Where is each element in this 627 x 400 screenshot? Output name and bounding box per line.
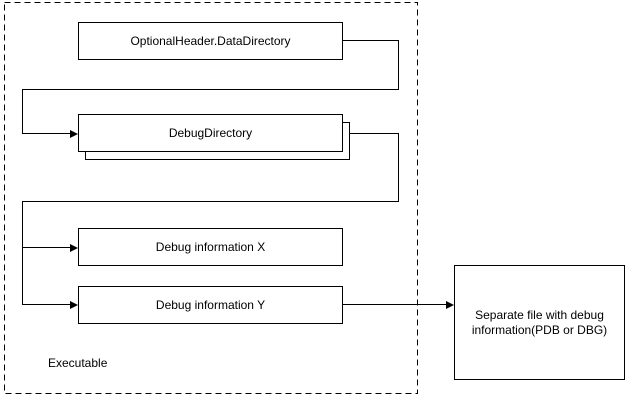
connector-segment [22,201,23,305]
node-label: Debug information Y [155,298,266,312]
node-optionalheader-datadirectory: OptionalHeader.DataDirectory [78,22,343,60]
node-separate-file: Separate file with debug information(PDB… [454,265,625,380]
connector-segment [22,89,399,90]
arrowhead-icon [70,129,78,138]
node-debug-information-y: Debug information Y [78,286,343,324]
arrowhead-icon [446,300,454,309]
connector-segment [22,201,399,202]
node-label: Separate file with debug information(PDB… [471,307,608,337]
connector-segment [22,89,23,134]
node-debugdirectory: DebugDirectory [78,114,343,152]
connector-segment [22,133,71,134]
node-label: OptionalHeader.DataDirectory [130,34,291,48]
connector-segment [22,247,71,248]
connector-segment [22,304,71,305]
connector-segment [343,40,399,41]
node-label: DebugDirectory [168,126,253,140]
connector-segment [398,40,399,90]
arrowhead-icon [70,243,78,252]
executable-label: Executable [48,356,108,370]
connector-segment [343,304,447,305]
node-label: Debug information X [155,240,266,254]
arrowhead-icon [70,300,78,309]
connector-segment [350,133,399,134]
node-debug-information-x: Debug information X [78,228,343,266]
connector-segment [398,133,399,202]
